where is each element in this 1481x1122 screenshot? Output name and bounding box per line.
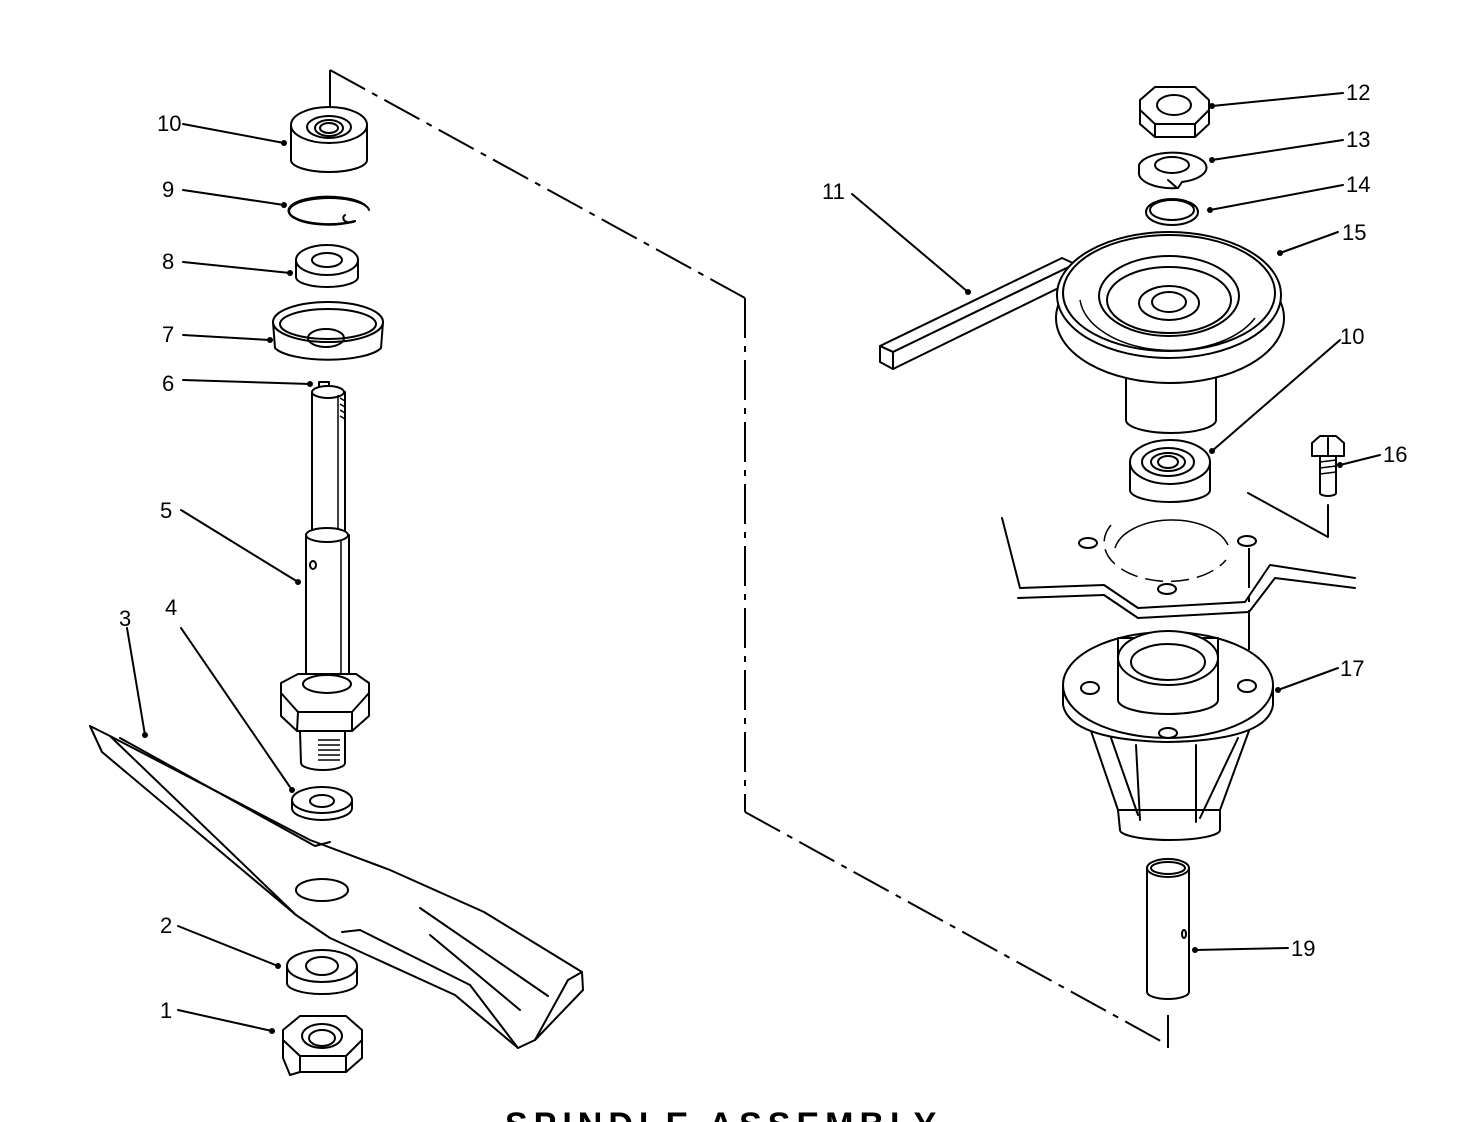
callout-19: 19: [1291, 936, 1315, 961]
bearing-top: [290, 106, 368, 173]
hex-nut-bottom: [282, 1015, 363, 1076]
bearing-right: [1129, 439, 1211, 503]
mower-blade: [89, 725, 584, 1049]
diagram-title-text: SPINDLE ASSEMBLY: [505, 1108, 1005, 1122]
spacer: [295, 244, 359, 288]
callout-11: 11: [822, 179, 845, 204]
hex-nut-top: [1139, 86, 1210, 138]
callout-13: 13: [1346, 127, 1370, 152]
phantom-assembly-line: [329, 69, 1169, 1048]
flat-washer: [291, 786, 353, 821]
callout-9: 9: [162, 177, 174, 202]
spindle-sleeve: [1146, 858, 1190, 1000]
callout-6: 6: [162, 371, 174, 396]
leader-lines: [126, 92, 1381, 1032]
pulley: [1055, 231, 1285, 434]
callout-3: 3: [119, 606, 131, 631]
lock-washer: [1137, 151, 1208, 190]
callout-10-bearing-top: 10: [157, 111, 181, 136]
callout-1: 1: [160, 998, 172, 1023]
callout-14: 14: [1346, 172, 1370, 197]
callout-8: 8: [162, 249, 174, 274]
retaining-ring: [287, 195, 370, 226]
flat-washer-small: [1145, 198, 1199, 226]
callout-15: 15: [1342, 220, 1366, 245]
callout-10-bearing-right: 10: [1340, 324, 1364, 349]
bearing-shield-cup: [272, 301, 384, 361]
callout-2: 2: [160, 913, 172, 938]
callout-16: 16: [1383, 442, 1407, 467]
hex-bolt: [1311, 435, 1345, 497]
diagram-title: SPINDLE ASSEMBLY: [505, 1108, 1005, 1122]
callout-7: 7: [162, 322, 174, 347]
leader-endpoints: [142, 103, 1343, 1034]
spindle-housing: [1062, 630, 1274, 841]
callout-12: 12: [1346, 80, 1370, 105]
shaft-key: [879, 257, 1076, 370]
blade-spacer: [286, 949, 358, 995]
callout-5: 5: [160, 498, 172, 523]
callout-labels: 10 9 8 7 6 5 4 3 2 1 12 13 14 11 15 10 1…: [119, 80, 1407, 1023]
callout-4: 4: [165, 595, 177, 620]
spindle-shaft: [280, 381, 370, 771]
callout-17: 17: [1340, 656, 1364, 681]
